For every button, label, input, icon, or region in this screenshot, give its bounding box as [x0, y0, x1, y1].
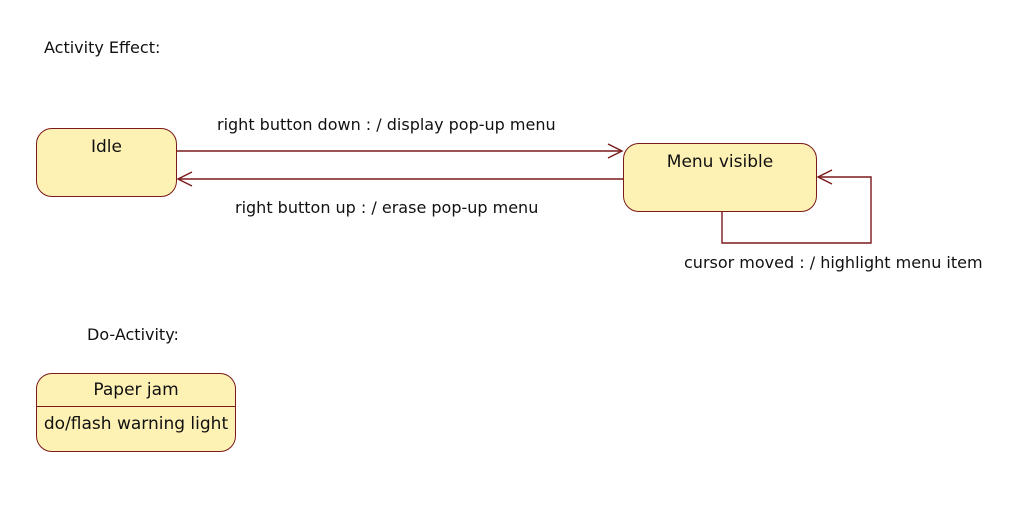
state-compartment-divider — [37, 406, 235, 407]
state-paper-jam-label: Paper jam — [93, 380, 179, 400]
transition-label-idle-to-menu: right button down : / display pop-up men… — [217, 115, 556, 134]
state-idle-label: Idle — [91, 137, 122, 157]
transition-label-menu-self: cursor moved : / highlight menu item — [684, 253, 983, 272]
edge-menu-self — [721, 176, 872, 244]
state-menu-visible[interactable]: Menu visible — [623, 143, 817, 212]
state-paper-jam[interactable]: Paper jam do/flash warning light — [36, 373, 236, 452]
arrowhead-menu-self — [816, 169, 833, 185]
arrowhead-idle-to-menu — [607, 143, 624, 159]
state-paper-jam-activity: do/flash warning light — [43, 414, 229, 434]
state-idle[interactable]: Idle — [36, 128, 177, 197]
do-activity-title: Do-Activity: — [87, 325, 179, 344]
transition-label-menu-to-idle: right button up : / erase pop-up menu — [235, 198, 539, 217]
arrowhead-menu-to-idle — [176, 171, 193, 187]
state-menu-visible-label: Menu visible — [666, 152, 774, 172]
activity-effect-title: Activity Effect: — [44, 38, 161, 57]
